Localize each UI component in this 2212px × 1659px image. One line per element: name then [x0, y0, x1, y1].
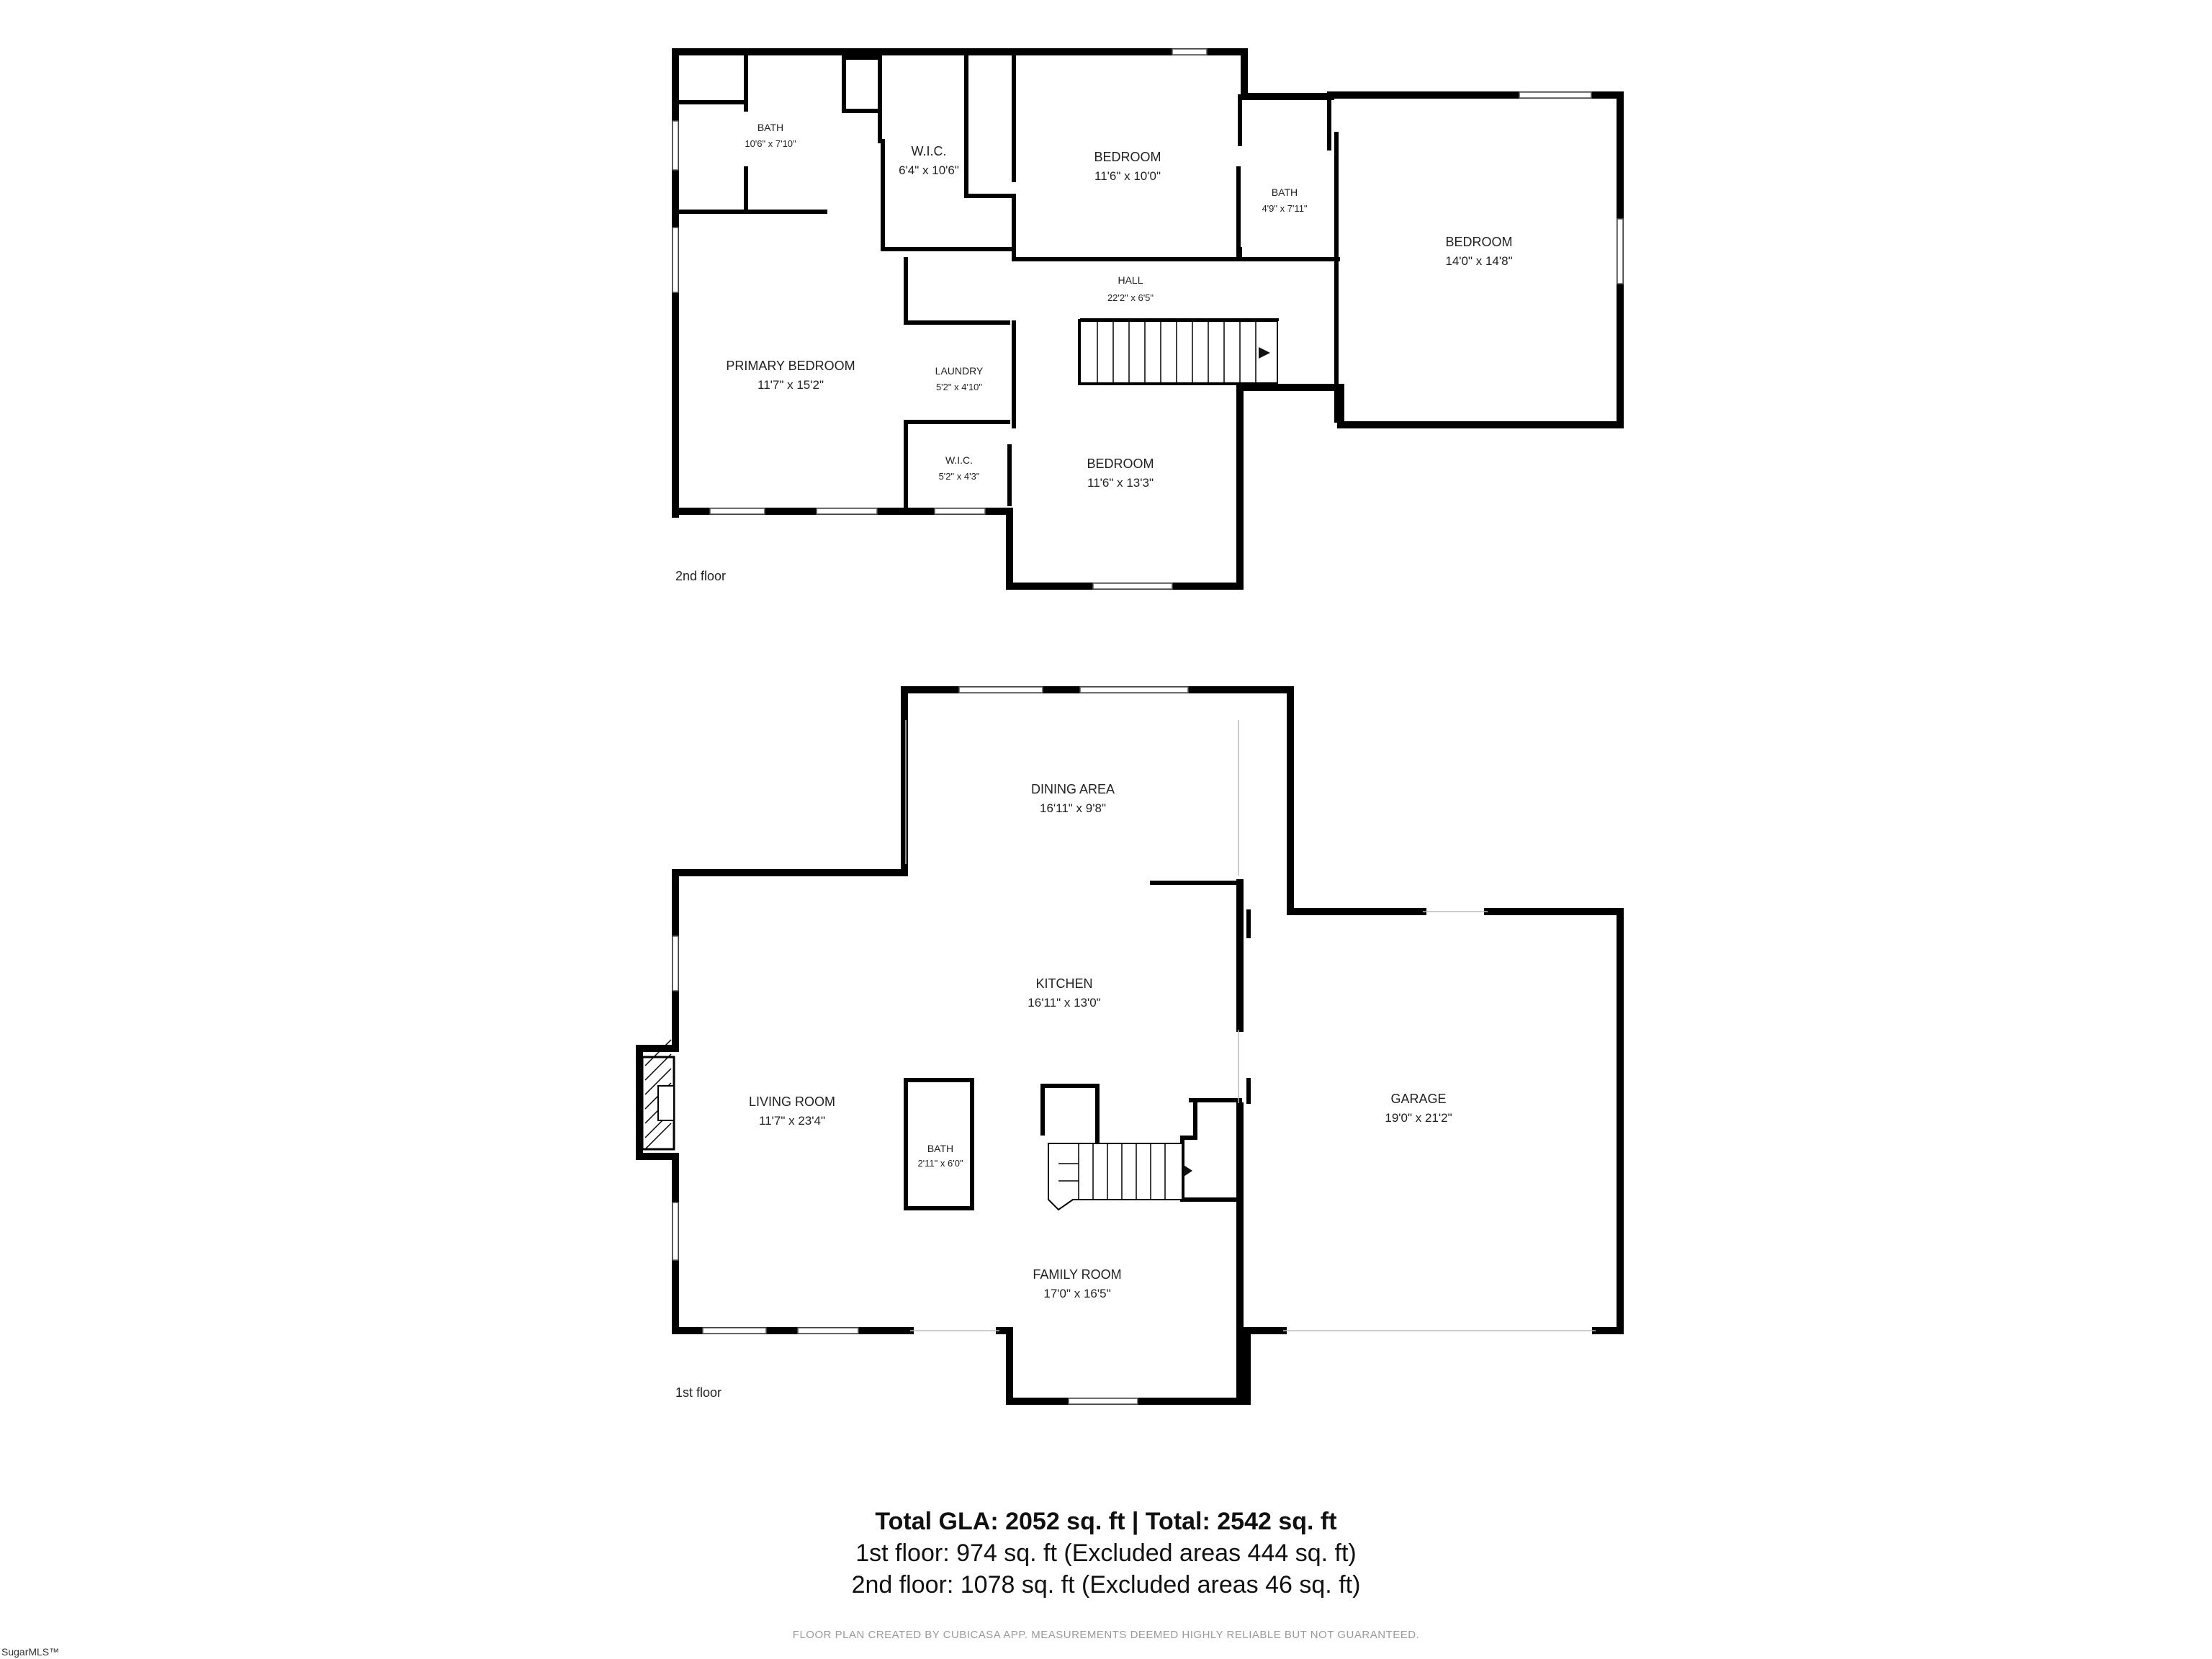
room-name: W.I.C.	[945, 454, 973, 466]
second-floor-label: 2nd floor	[675, 569, 726, 583]
first-floor-outer-wall	[636, 686, 1624, 1405]
room-bath: BATH 2'11" x 6'0"	[917, 1143, 963, 1169]
room-dimensions: 11'7" x 23'4"	[759, 1114, 825, 1128]
room-name: LIVING ROOM	[749, 1094, 835, 1109]
second-floor-windows	[672, 48, 1624, 590]
fireplace	[641, 1039, 675, 1151]
room-dimensions: 16'11" x 9'8"	[1040, 801, 1106, 815]
first-floor-open-edges	[905, 720, 1596, 1331]
mls-logo: SugarMLS™	[1, 1646, 60, 1658]
room-dimensions: 6'4" x 10'6"	[899, 163, 959, 177]
room-name: BATH	[757, 122, 783, 133]
room-name: BATH	[1272, 186, 1298, 198]
room-kitchen: KITCHEN 16'11" x 13'0"	[1028, 976, 1100, 1010]
second-floor-area-summary: 2nd floor: 1078 sq. ft (Excluded areas 4…	[851, 1571, 1361, 1599]
room-hall: HALL 22'2" x 6'5"	[1107, 274, 1154, 303]
room-wic-primary: W.I.C. 6'4" x 10'6"	[899, 144, 959, 177]
room-name: BEDROOM	[1094, 150, 1161, 164]
room-dimensions: 17'0" x 16'5"	[1043, 1287, 1110, 1300]
total-area-summary: Total GLA: 2052 sq. ft | Total: 2542 sq.…	[875, 1508, 1337, 1535]
room-dimensions: 11'6" x 13'3"	[1087, 476, 1154, 490]
room-name: W.I.C.	[912, 144, 947, 158]
room-dimensions: 10'6" x 7'10"	[745, 138, 796, 149]
room-dimensions: 16'11" x 13'0"	[1028, 996, 1100, 1010]
first-floor-area-summary: 1st floor: 974 sq. ft (Excluded areas 44…	[855, 1539, 1357, 1567]
room-wic-small: W.I.C. 5'2" x 4'3"	[939, 454, 980, 482]
room-name: HALL	[1118, 274, 1143, 286]
room-name: BATH	[927, 1143, 953, 1154]
room-name: LAUNDRY	[935, 365, 984, 377]
room-dimensions: 5'2" x 4'3"	[939, 471, 980, 482]
room-name: KITCHEN	[1035, 976, 1092, 991]
room-dimensions: 14'0" x 14'8"	[1445, 254, 1512, 268]
second-floor-plan: BATH 10'6" x 7'10" W.I.C. 6'4" x 10'6" B…	[672, 48, 1624, 590]
room-dimensions: 11'7" x 15'2"	[757, 378, 824, 392]
room-dimensions: 2'11" x 6'0"	[917, 1158, 963, 1169]
disclaimer-text: FLOOR PLAN CREATED BY CUBICASA APP. MEAS…	[792, 1629, 1420, 1641]
room-name: DINING AREA	[1031, 782, 1115, 796]
room-name: PRIMARY BEDROOM	[726, 359, 855, 373]
room-bath-primary: BATH 10'6" x 7'10"	[745, 122, 796, 149]
room-bath-small: BATH 4'9" x 7'11"	[1262, 186, 1307, 214]
first-floor-windows	[672, 686, 1189, 1405]
room-dimensions: 4'9" x 7'11"	[1262, 203, 1307, 214]
room-name: BEDROOM	[1445, 235, 1512, 249]
room-dimensions: 11'6" x 10'0"	[1094, 169, 1161, 183]
room-name: FAMILY ROOM	[1033, 1267, 1121, 1282]
room-bedroom-bottom: BEDROOM 11'6" x 13'3"	[1087, 457, 1154, 490]
room-dining-area: DINING AREA 16'11" x 9'8"	[1031, 782, 1115, 815]
room-dimensions: 22'2" x 6'5"	[1107, 292, 1154, 303]
room-family-room: FAMILY ROOM 17'0" x 16'5"	[1033, 1267, 1121, 1300]
second-floor-interior-walls	[675, 53, 1340, 509]
room-name: BEDROOM	[1087, 457, 1154, 471]
room-dimensions: 19'0" x 21'2"	[1385, 1111, 1452, 1125]
room-bedroom-right: BEDROOM 14'0" x 14'8"	[1445, 235, 1512, 268]
room-bedroom-top: BEDROOM 11'6" x 10'0"	[1094, 150, 1161, 183]
second-floor-outer-wall	[672, 48, 1624, 590]
second-floor-stairs	[1079, 318, 1279, 384]
room-living-room: LIVING ROOM 11'7" x 23'4"	[749, 1094, 835, 1128]
room-garage: GARAGE 19'0" x 21'2"	[1385, 1092, 1452, 1125]
room-laundry: LAUNDRY 5'2" x 4'10"	[935, 365, 984, 392]
room-name: GARAGE	[1390, 1092, 1446, 1106]
room-primary-bedroom: PRIMARY BEDROOM 11'7" x 15'2"	[726, 359, 855, 392]
first-floor-label: 1st floor	[675, 1385, 721, 1400]
first-floor-plan: DINING AREA 16'11" x 9'8" KITCHEN 16'11"…	[636, 686, 1624, 1405]
first-floor-interior-walls	[904, 881, 1251, 1210]
room-dimensions: 5'2" x 4'10"	[936, 382, 982, 392]
first-floor-stairs	[1048, 1143, 1192, 1211]
